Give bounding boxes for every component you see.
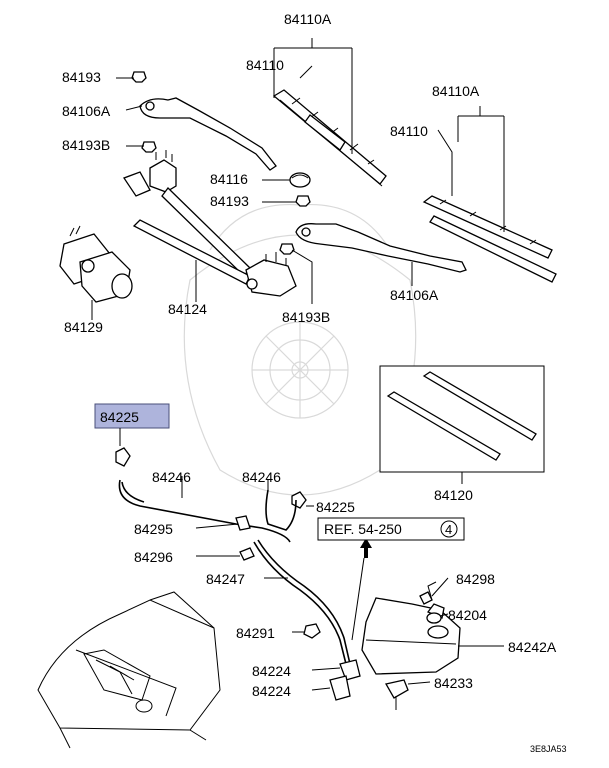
label-84224-b: 84224 xyxy=(252,683,291,699)
cap-84204[interactable] xyxy=(426,612,442,624)
grommet-84291[interactable] xyxy=(303,623,321,639)
wiper-motor-84129[interactable] xyxy=(59,225,133,303)
diagram-code: 3E8JA53 xyxy=(530,744,567,754)
highlight-84225[interactable] xyxy=(94,403,170,429)
blade-refill-box-84120[interactable] xyxy=(379,365,545,473)
wiper-linkage-84124[interactable] xyxy=(123,150,297,297)
part-labels: 84110A 84110 84193 84106A 84193B 84116 8… xyxy=(62,11,567,754)
label-84193-b: 84193 xyxy=(210,193,249,209)
washer-pump-84224[interactable] xyxy=(329,659,361,701)
label-84246-b: 84246 xyxy=(242,469,281,485)
label-84124: 84124 xyxy=(168,301,207,317)
label-84225-b: 84225 xyxy=(316,499,355,515)
label-84116: 84116 xyxy=(210,171,248,187)
label-84296: 84296 xyxy=(134,549,173,565)
ref-number: 4 xyxy=(445,522,452,537)
label-84204: 84204 xyxy=(448,607,487,623)
bolt-84298[interactable] xyxy=(419,591,433,605)
clip-84296[interactable] xyxy=(239,547,255,561)
label-84193B-a: 84193B xyxy=(62,137,110,153)
label-84291: 84291 xyxy=(236,625,275,641)
label-84193B-b: 84193B xyxy=(282,309,330,325)
label-84247: 84247 xyxy=(206,571,245,587)
label-84106A-top: 84106A xyxy=(62,103,111,119)
label-84298: 84298 xyxy=(456,571,495,587)
fitting-84233[interactable] xyxy=(384,679,409,710)
label-84225-highlight: 84225 xyxy=(100,409,139,425)
nut-84193-top[interactable] xyxy=(131,71,147,83)
nut-84193B-bottom[interactable] xyxy=(279,243,295,255)
label-84106A-right: 84106A xyxy=(390,287,439,303)
label-84233: 84233 xyxy=(434,675,473,691)
label-84110-right: 84110 xyxy=(390,123,428,139)
label-84129: 84129 xyxy=(64,319,103,335)
ref-text: REF. 54-250 xyxy=(324,521,402,537)
label-84110A-right: 84110A xyxy=(432,83,480,99)
nut-84193-mid[interactable] xyxy=(295,195,311,207)
washer-tank-84242A[interactable] xyxy=(361,581,461,675)
wiper-blade-84110-top[interactable] xyxy=(272,89,387,187)
vehicle-sketch xyxy=(37,591,221,749)
wiper-arm-84106A-top[interactable] xyxy=(139,97,277,171)
washer-hose-84247[interactable] xyxy=(253,539,351,665)
label-84246-a: 84246 xyxy=(152,469,191,485)
label-84193-a: 84193 xyxy=(62,69,101,85)
washer-84193B-top[interactable] xyxy=(141,141,157,153)
cap-84116[interactable] xyxy=(289,172,311,188)
label-84110A-top: 84110A xyxy=(284,11,332,27)
wiper-arm-84106A-right[interactable] xyxy=(295,223,467,273)
leader-lines xyxy=(91,38,505,691)
label-84224-a: 84224 xyxy=(252,663,291,679)
label-84110-top: 84110 xyxy=(246,57,284,73)
wiper-blade-84110-right[interactable] xyxy=(422,195,557,283)
label-84242A: 84242A xyxy=(508,639,557,655)
label-84295: 84295 xyxy=(134,521,173,537)
label-84120: 84120 xyxy=(434,487,473,503)
ref-box[interactable] xyxy=(317,517,465,541)
washer-nozzle-84225-left[interactable] xyxy=(115,428,131,467)
